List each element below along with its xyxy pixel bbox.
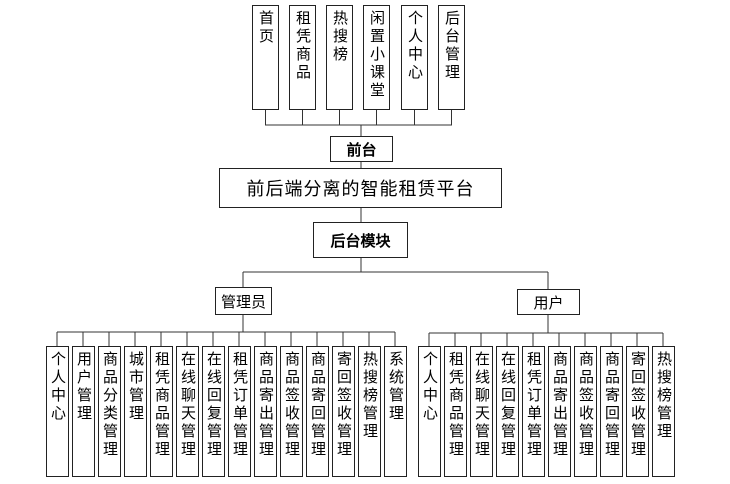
user-module-label: 寄回签收管理 bbox=[629, 351, 647, 459]
admin-module-label: 用户管理 bbox=[75, 351, 93, 423]
user-module-label: 租凭商品管理 bbox=[447, 351, 465, 459]
user-module: 在线聊天管理 bbox=[470, 346, 493, 477]
admin-module: 租凭订单管理 bbox=[228, 346, 251, 477]
admin-module: 系统管理 bbox=[384, 346, 407, 477]
user-module: 租凭订单管理 bbox=[522, 346, 545, 477]
user-module: 商品签收管理 bbox=[574, 346, 597, 477]
user-module: 热搜榜管理 bbox=[652, 346, 675, 477]
admin-module: 商品签收管理 bbox=[280, 346, 303, 477]
frontend-module: 闲置小课堂 bbox=[363, 5, 390, 110]
frontend-module-label: 热搜榜 bbox=[331, 10, 349, 64]
system-title: 前后端分离的智能租赁平台 bbox=[246, 179, 475, 200]
user-module: 商品寄回管理 bbox=[600, 346, 623, 477]
user-module: 寄回签收管理 bbox=[626, 346, 649, 477]
admin-module-label: 城市管理 bbox=[127, 351, 145, 423]
admin-module-label: 租凭订单管理 bbox=[231, 351, 249, 459]
admin-module: 城市管理 bbox=[124, 346, 147, 477]
user-module-label: 在线聊天管理 bbox=[473, 351, 491, 459]
admin-module-label: 系统管理 bbox=[387, 351, 405, 423]
admin-module-label: 租凭商品管理 bbox=[153, 351, 171, 459]
user-module: 商品寄出管理 bbox=[548, 346, 571, 477]
user-module-label: 商品寄出管理 bbox=[551, 351, 569, 459]
admin-module-label: 商品签收管理 bbox=[283, 351, 301, 459]
admin-module: 寄回签收管理 bbox=[332, 346, 355, 477]
frontend-module-label: 个人中心 bbox=[406, 10, 424, 82]
backend-node: 后台模块 bbox=[313, 222, 408, 258]
user-module-label: 商品寄回管理 bbox=[603, 351, 621, 459]
admin-module-label: 热搜榜管理 bbox=[361, 351, 379, 441]
frontend-module: 后台管理 bbox=[438, 5, 465, 110]
admin-module-label: 商品寄出管理 bbox=[257, 351, 275, 459]
user-label: 用户 bbox=[533, 293, 564, 312]
user-module-label: 租凭订单管理 bbox=[525, 351, 543, 459]
admin-module-label: 个人中心 bbox=[49, 351, 67, 423]
frontend-module: 热搜榜 bbox=[326, 5, 353, 110]
admin-label: 管理员 bbox=[220, 292, 266, 311]
user-module: 在线回复管理 bbox=[496, 346, 519, 477]
admin-module: 商品寄回管理 bbox=[306, 346, 329, 477]
frontend-module: 租凭商品 bbox=[289, 5, 316, 110]
admin-module-label: 在线聊天管理 bbox=[179, 351, 197, 459]
user-module-label: 商品签收管理 bbox=[577, 351, 595, 459]
admin-module-label: 商品分类管理 bbox=[101, 351, 119, 459]
frontend-node: 前台 bbox=[330, 136, 393, 162]
frontend-module-label: 闲置小课堂 bbox=[368, 10, 386, 100]
admin-module: 商品分类管理 bbox=[98, 346, 121, 477]
user-module: 个人中心 bbox=[418, 346, 441, 477]
user-module-label: 热搜榜管理 bbox=[655, 351, 673, 441]
frontend-label: 前台 bbox=[346, 140, 377, 159]
frontend-module: 首页 bbox=[252, 5, 279, 110]
admin-module-label: 商品寄回管理 bbox=[309, 351, 327, 459]
frontend-module-label: 后台管理 bbox=[443, 10, 461, 82]
admin-module: 商品寄出管理 bbox=[254, 346, 277, 477]
frontend-module-label: 首页 bbox=[257, 10, 275, 46]
admin-node: 管理员 bbox=[215, 287, 272, 315]
admin-module-label: 在线回复管理 bbox=[205, 351, 223, 459]
admin-module: 热搜榜管理 bbox=[358, 346, 381, 477]
admin-module: 用户管理 bbox=[72, 346, 95, 477]
backend-label: 后台模块 bbox=[330, 231, 391, 250]
system-title-node: 前后端分离的智能租赁平台 bbox=[219, 168, 502, 208]
user-module-label: 个人中心 bbox=[421, 351, 439, 423]
admin-module: 租凭商品管理 bbox=[150, 346, 173, 477]
user-node: 用户 bbox=[517, 289, 580, 315]
user-module: 租凭商品管理 bbox=[444, 346, 467, 477]
user-module-label: 在线回复管理 bbox=[499, 351, 517, 459]
admin-module: 在线聊天管理 bbox=[176, 346, 199, 477]
admin-module-label: 寄回签收管理 bbox=[335, 351, 353, 459]
admin-module: 在线回复管理 bbox=[202, 346, 225, 477]
frontend-module: 个人中心 bbox=[401, 5, 428, 110]
admin-module: 个人中心 bbox=[46, 346, 69, 477]
frontend-module-label: 租凭商品 bbox=[294, 10, 312, 82]
